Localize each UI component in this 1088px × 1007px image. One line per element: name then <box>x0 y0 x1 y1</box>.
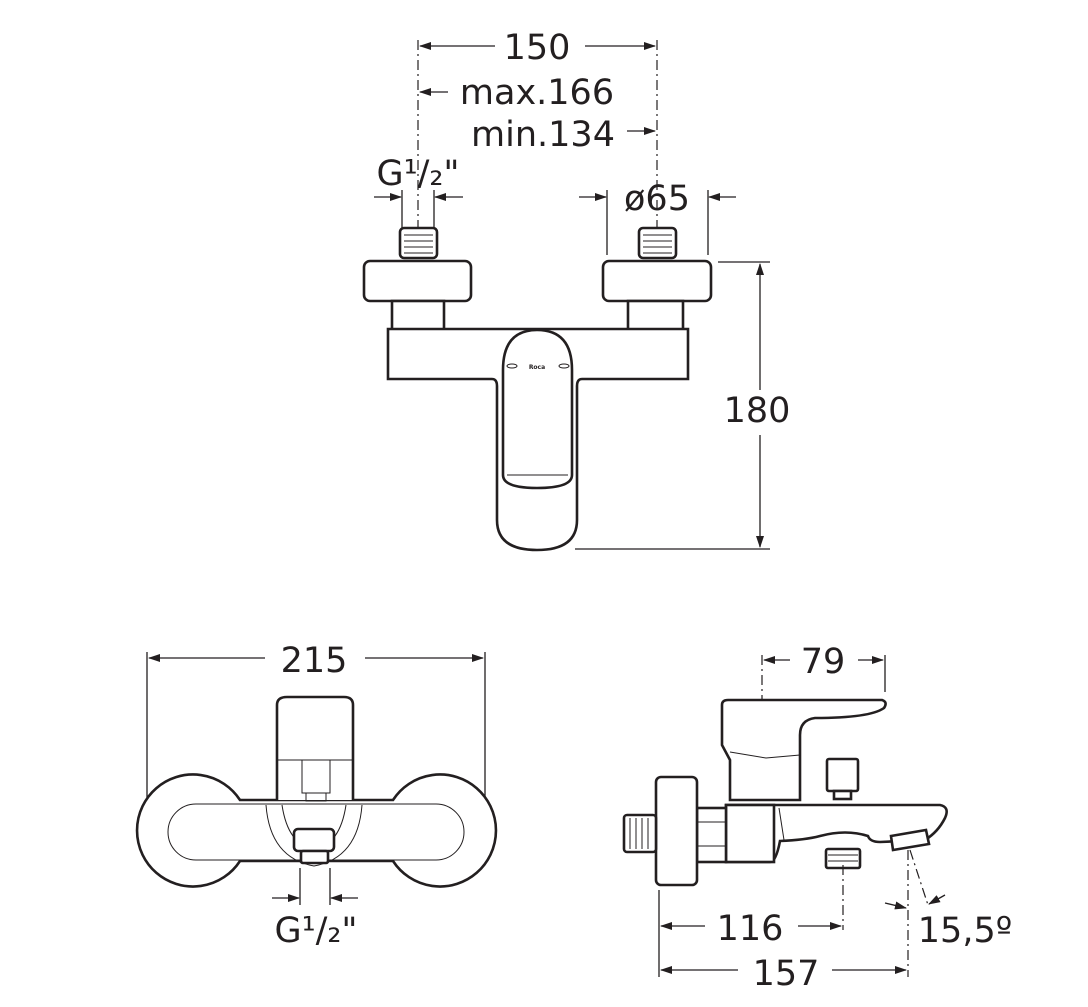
thread-label: G¹/₂" <box>376 154 459 194</box>
width-label: 150 <box>504 28 571 68</box>
lever-label: 79 <box>801 642 846 682</box>
side-lever <box>720 698 887 802</box>
diverter-button <box>825 757 860 793</box>
front-view: 150 max.166 min.134 G¹/₂" ø65 <box>362 28 791 552</box>
side-neck <box>695 806 728 864</box>
lever-handle <box>501 328 574 490</box>
max-label: max.166 <box>460 73 614 113</box>
aerator <box>889 828 931 852</box>
wall-thread <box>622 813 658 854</box>
height-label: 180 <box>724 391 791 431</box>
outlet-label: 116 <box>717 909 784 949</box>
top-view: 215 G¹/₂" <box>135 641 498 951</box>
top-thread-label: G¹/₂" <box>274 911 357 951</box>
roca-logo: Roca <box>529 364 545 371</box>
max-166-dimension: max.166 <box>419 73 614 113</box>
wall-flange <box>654 775 699 887</box>
min-134-dimension: min.134 <box>471 115 656 155</box>
width-150-dimension: 150 <box>419 28 656 68</box>
min-label: min.134 <box>471 115 615 155</box>
height-180-dimension: 180 <box>575 261 791 550</box>
flange-diameter-dimension: ø65 <box>579 179 736 255</box>
side-view: 79 116 157 15,5º <box>622 642 1012 994</box>
angle-label: 15,5º <box>918 911 1012 951</box>
top-width-label: 215 <box>281 641 348 681</box>
right-connector <box>601 226 713 332</box>
depth-label: 157 <box>753 954 820 994</box>
thread-dimension: G¹/₂" <box>374 154 463 228</box>
left-connector <box>362 226 473 332</box>
flange-label: ø65 <box>624 179 690 219</box>
top-handle <box>275 695 355 800</box>
